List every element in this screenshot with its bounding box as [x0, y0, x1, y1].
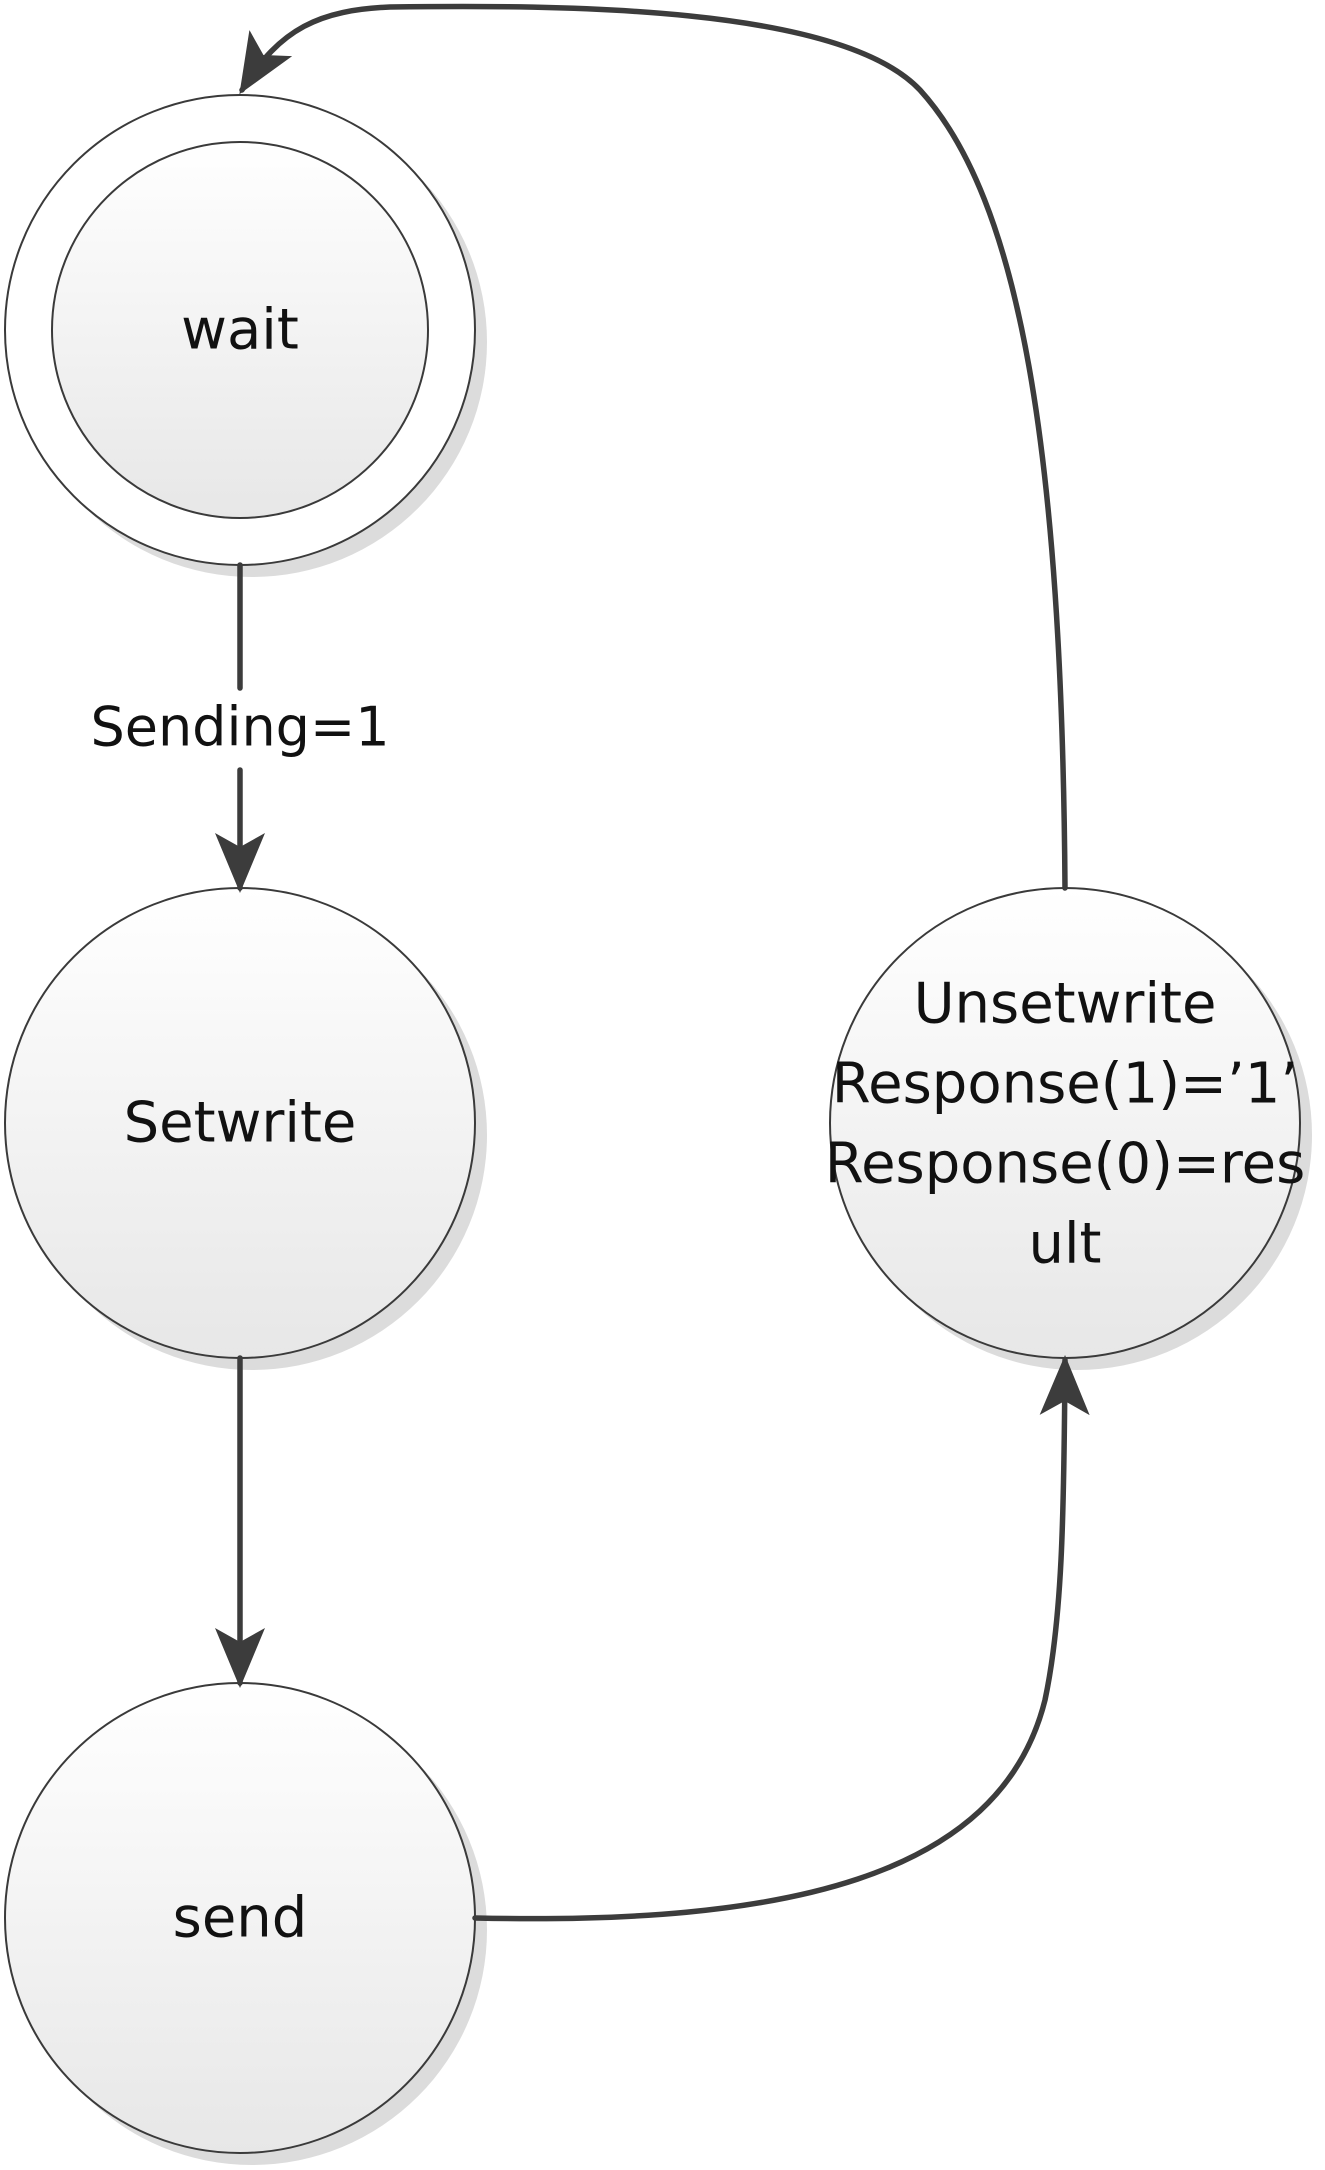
transition-send-to-unsetwrite: [472, 1355, 1090, 1922]
state-unsetwrite: Unsetwrite Response(1)=’1’ Response(0)=r…: [825, 887, 1306, 1359]
transition-wait-to-setwrite-label: Sending=1: [90, 696, 389, 759]
state-send-label: send: [173, 1886, 308, 1951]
state-wait-inner-circle: [51, 141, 429, 519]
state-unsetwrite-label-line-2: Response(1)=’1’: [832, 1052, 1298, 1117]
state-wait-label: wait: [181, 298, 299, 363]
state-setwrite-label: Setwrite: [124, 1091, 357, 1156]
state-unsetwrite-label-line-3: Response(0)=res: [825, 1132, 1306, 1197]
transition-unsetwrite-to-wait: [239, 3, 1068, 891]
transition-send-to-unsetwrite-arrow: [472, 1355, 1090, 1922]
state-unsetwrite-circle: [829, 887, 1301, 1359]
transition-wait-to-setwrite: Sending=1: [90, 562, 390, 893]
state-setwrite: Setwrite: [4, 887, 476, 1359]
state-unsetwrite-label-line-1: Unsetwrite: [914, 972, 1217, 1037]
state-wait: wait: [4, 94, 476, 566]
transition-unsetwrite-to-wait-arrow: [239, 3, 1068, 891]
state-unsetwrite-label-line-4: ult: [1028, 1212, 1101, 1277]
state-send: send: [4, 1682, 476, 2154]
